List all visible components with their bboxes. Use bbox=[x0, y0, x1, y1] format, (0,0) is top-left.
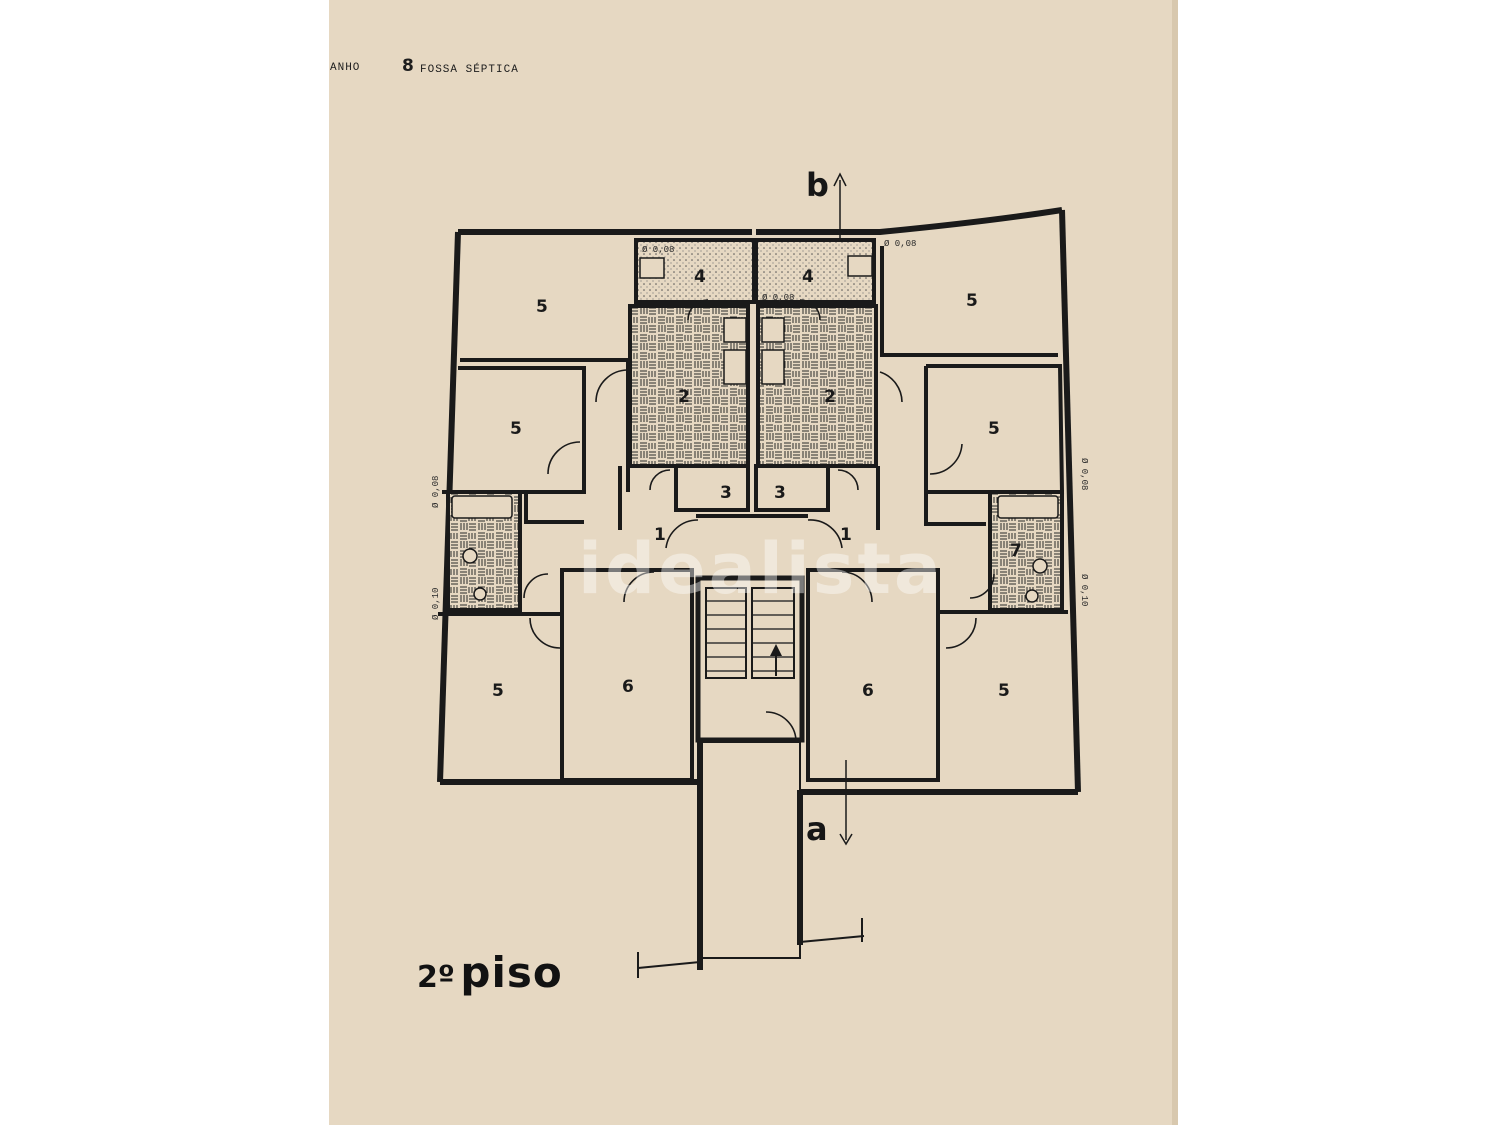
fixtures bbox=[451, 255, 1059, 603]
section-marker-b: b bbox=[806, 166, 829, 204]
stair-walls bbox=[695, 575, 805, 743]
room-label: 6 bbox=[622, 677, 634, 697]
entry-path bbox=[637, 918, 865, 978]
room-label: 5 bbox=[988, 419, 1000, 439]
legend-text: FOSSA SÉPTICA bbox=[420, 64, 519, 76]
room-label: 4 bbox=[802, 267, 814, 287]
room-label: 4 bbox=[694, 267, 706, 287]
floor-number: 2º bbox=[417, 960, 455, 995]
legend-number: 8 bbox=[402, 56, 415, 76]
room-label: 5 bbox=[966, 291, 978, 311]
room-label: 1 bbox=[840, 525, 852, 545]
interior-walls bbox=[438, 246, 1068, 782]
floor-word: piso bbox=[460, 948, 563, 997]
room-label: 1 bbox=[654, 525, 666, 545]
floor-title: 2º piso bbox=[417, 948, 563, 997]
room-label: 5 bbox=[492, 681, 504, 701]
room-label: 5 bbox=[536, 297, 548, 317]
room-label: 3 bbox=[720, 483, 732, 503]
paper-edge bbox=[1172, 0, 1178, 1125]
watermark-text: idealista bbox=[578, 528, 945, 610]
room-numbers: 5 5 5 6 4 4 2 2 3 3 1 1 5 5 5 6 7 bbox=[492, 267, 1022, 701]
room-label: 3 bbox=[774, 483, 786, 503]
dimension-notes: Ø 0,08 Ø 0,08 Ø 0,08 Ø 0,08 Ø 0,10 Ø 0,0… bbox=[431, 239, 1089, 620]
dim-note: Ø 0,08 bbox=[642, 245, 674, 255]
dim-note: Ø 0,08 bbox=[431, 476, 441, 508]
section-line-a bbox=[839, 760, 853, 846]
dim-note: Ø 0,08 bbox=[762, 293, 794, 303]
stair-arrow bbox=[770, 644, 782, 676]
room-label: 2 bbox=[824, 387, 836, 407]
dim-note: Ø 0,08 bbox=[884, 239, 916, 249]
section-marker-a: a bbox=[806, 810, 828, 848]
dim-note: Ø 0,08 bbox=[1079, 458, 1089, 490]
room-label: 5 bbox=[510, 419, 522, 439]
room-label: 2 bbox=[678, 387, 690, 407]
room-label: 5 bbox=[998, 681, 1010, 701]
legend-fragment: ANHO bbox=[330, 62, 361, 74]
door-swings bbox=[523, 299, 995, 741]
room-label: 6 bbox=[862, 681, 874, 701]
room-label: 7 bbox=[1010, 541, 1022, 561]
dim-note: Ø 0,10 bbox=[431, 588, 441, 620]
dim-note: Ø 0,10 bbox=[1079, 574, 1089, 606]
